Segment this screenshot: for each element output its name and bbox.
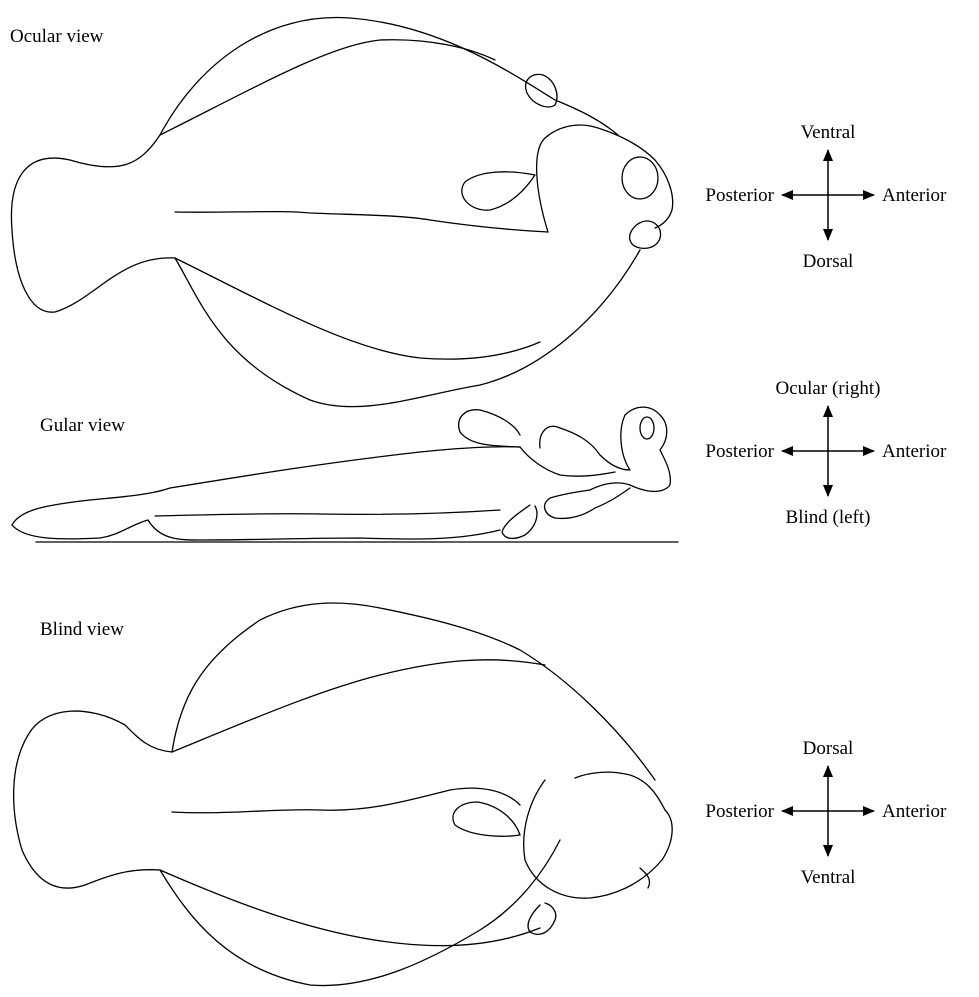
lower-fin-outline	[160, 840, 560, 986]
label-up: Ventral	[801, 122, 856, 143]
upper-fin-outline	[160, 17, 618, 135]
label-up: Dorsal	[803, 738, 854, 759]
upper-fin-base	[172, 660, 545, 752]
head-outline	[537, 125, 673, 232]
label-down: Blind (left)	[786, 507, 871, 528]
pelvic-fin	[528, 903, 556, 934]
caudal-fin	[11, 135, 175, 312]
gular-view: Gular view Ocular (righ	[12, 378, 947, 542]
pelvic-fin	[526, 74, 557, 107]
upper-fin-base	[160, 40, 495, 135]
blind-fish-outline	[14, 603, 673, 986]
gular-view-title: Gular view	[40, 415, 125, 436]
lower-fin-outline	[175, 250, 640, 407]
upper-eye	[622, 157, 658, 199]
label-up: Ocular (right)	[776, 378, 881, 399]
caudal-fin	[14, 711, 172, 888]
pectoral-fin	[462, 172, 535, 210]
label-left: Posterior	[705, 441, 774, 462]
lateral-line	[172, 788, 520, 813]
head-outline	[524, 772, 672, 898]
body-bottom-edge	[12, 520, 500, 540]
ocular-view-title: Ocular view	[10, 26, 104, 47]
blind-view: Blind view Dorsal Ventra	[14, 603, 947, 986]
label-left: Posterior	[705, 801, 774, 822]
blind-orientation-compass: Dorsal Ventral Posterior Anterior	[705, 738, 947, 888]
fin-base-line	[155, 510, 500, 516]
blind-view-title: Blind view	[40, 619, 124, 640]
ocular-view: Ocular view Vent	[10, 17, 947, 406]
gular-orientation-compass: Ocular (right) Blind (left) Posterior An…	[705, 378, 947, 528]
lateral-line	[175, 212, 548, 232]
pelvic-lobe	[502, 505, 537, 538]
label-right: Anterior	[882, 185, 947, 206]
lower-eye	[630, 221, 661, 248]
lower-fin-base	[160, 870, 540, 946]
upper-fin-bulge	[459, 410, 520, 447]
label-down: Dorsal	[803, 251, 854, 272]
head-outline	[540, 407, 671, 518]
pectoral-fin	[453, 802, 520, 836]
label-down: Ventral	[801, 867, 856, 888]
upper-fin-outline	[172, 603, 655, 780]
label-left: Posterior	[705, 185, 774, 206]
lower-jaw	[520, 447, 615, 476]
ocular-fish-outline	[11, 17, 672, 406]
jaw-edge	[640, 868, 650, 888]
eye	[640, 417, 654, 439]
label-right: Anterior	[882, 441, 947, 462]
label-right: Anterior	[882, 801, 947, 822]
ocular-orientation-compass: Ventral Dorsal Posterior Anterior	[705, 122, 947, 272]
